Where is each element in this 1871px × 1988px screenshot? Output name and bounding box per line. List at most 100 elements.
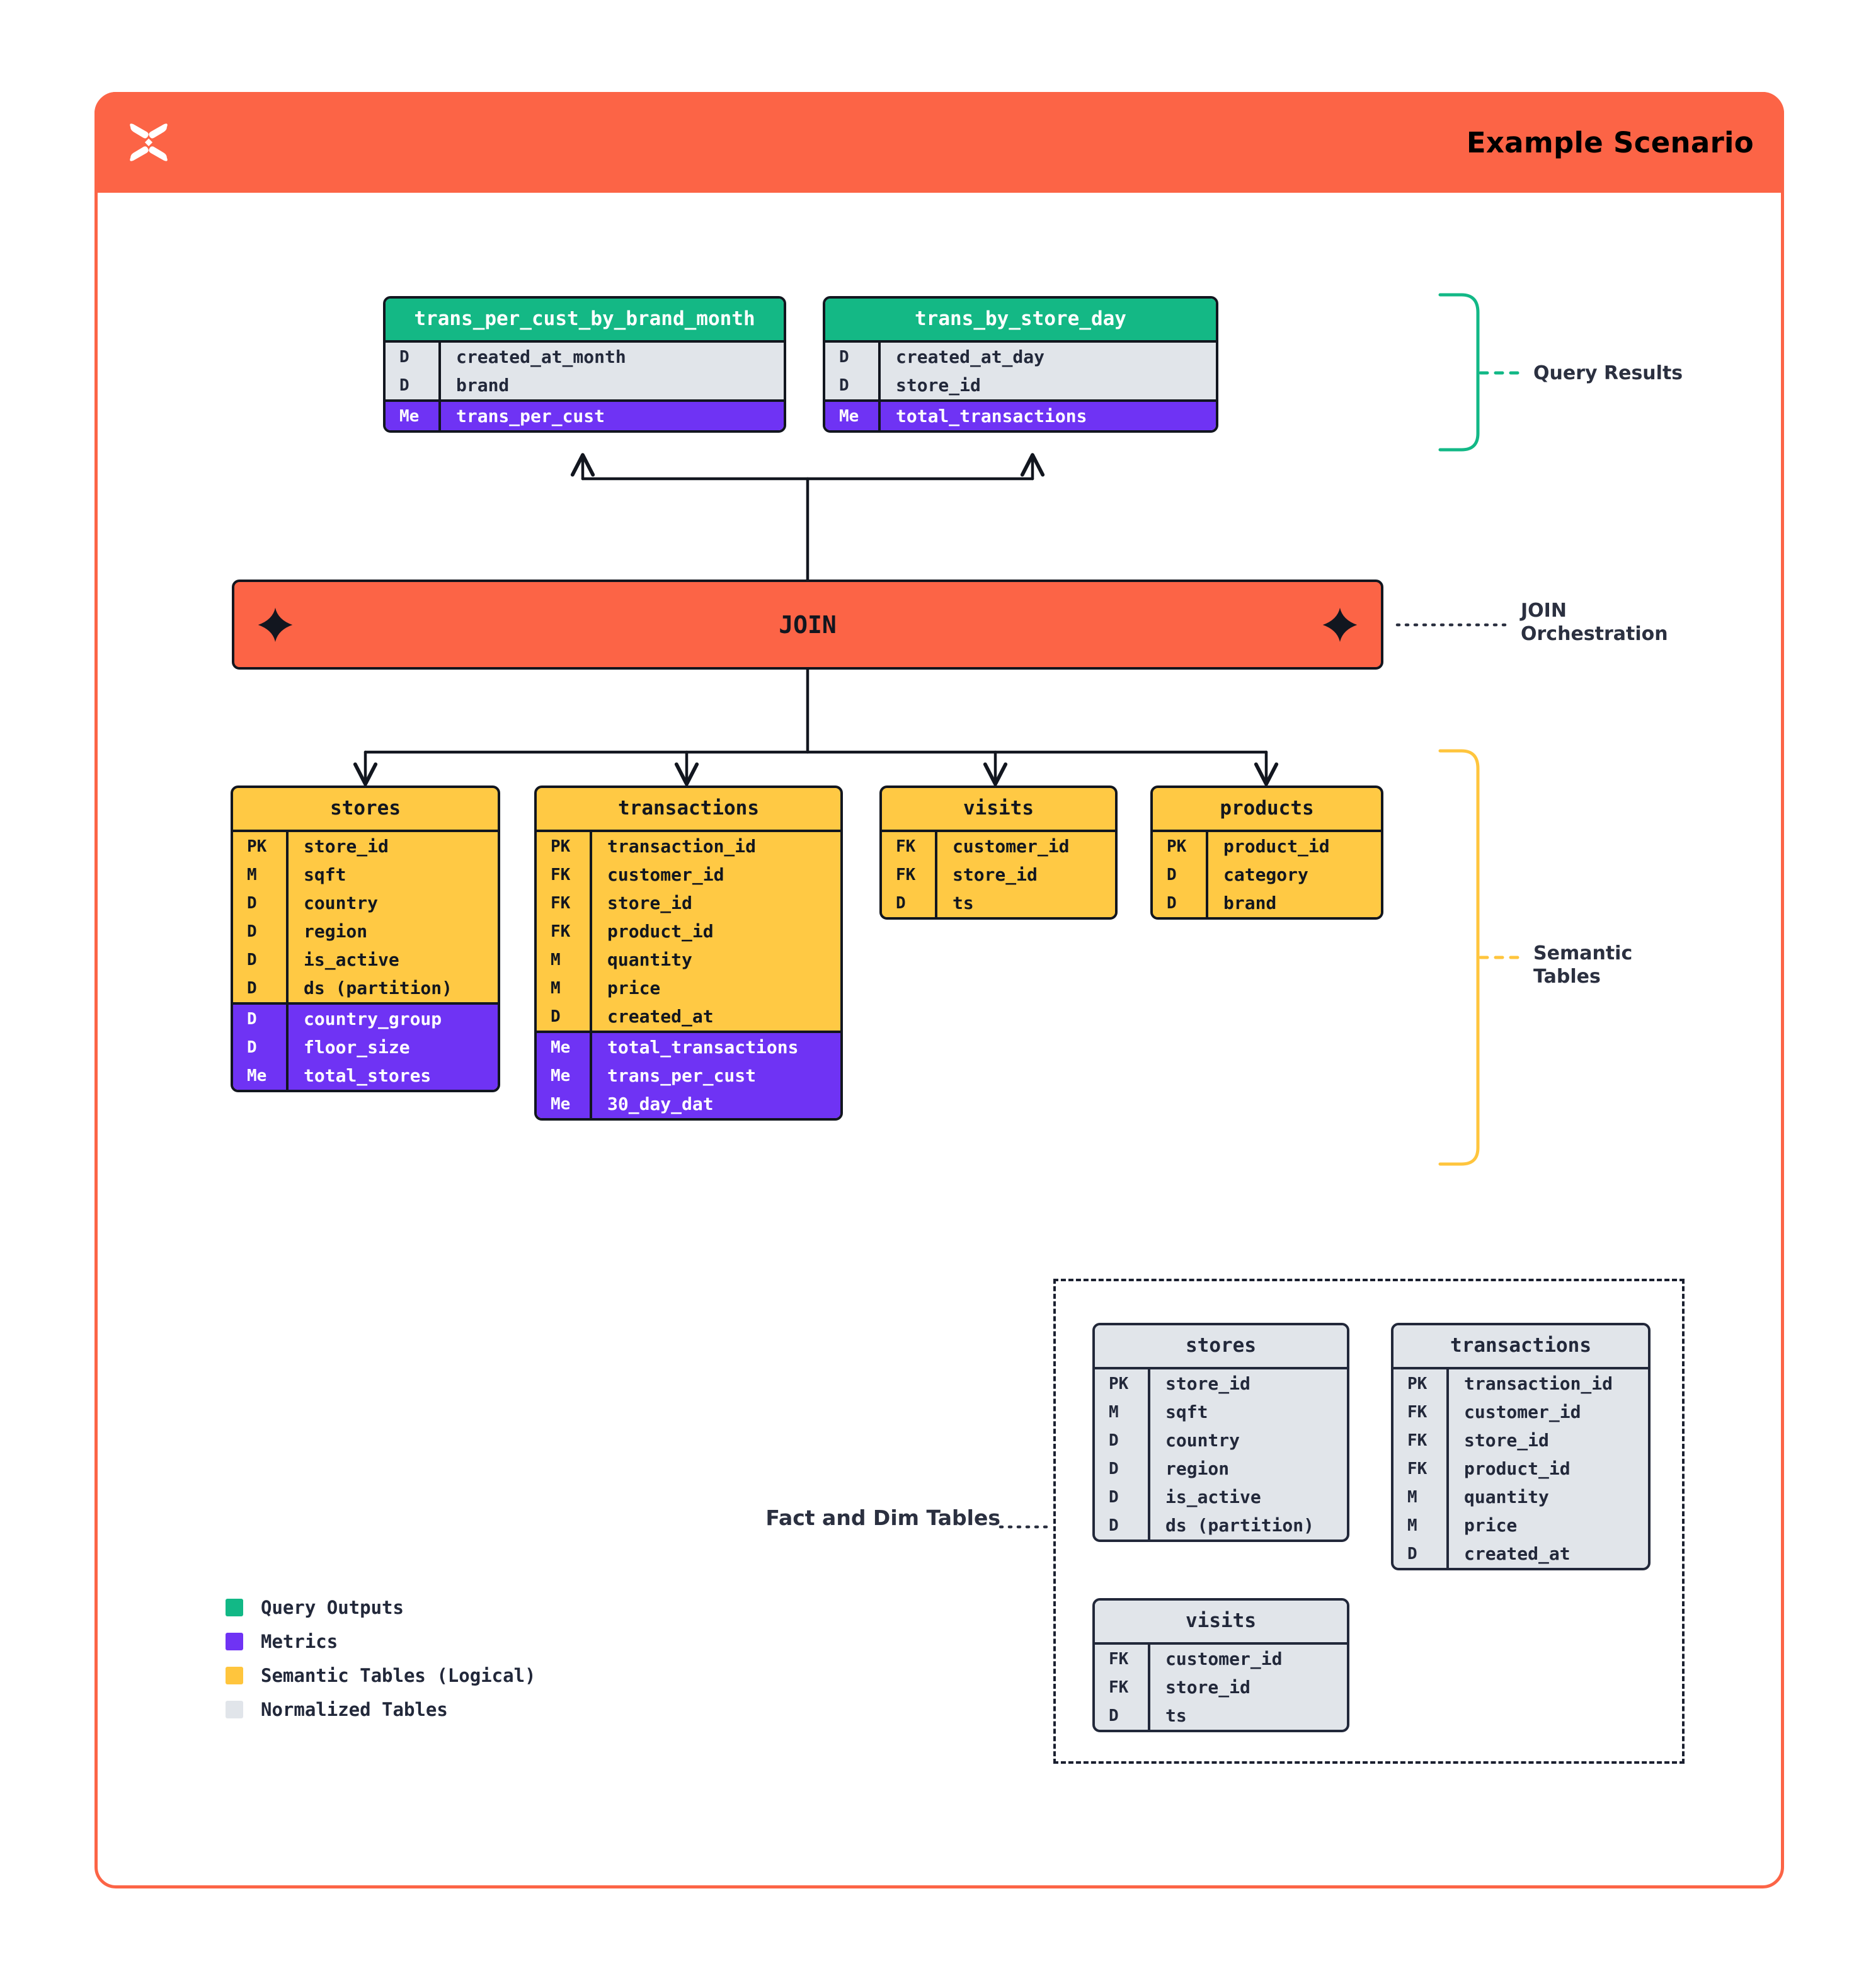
row-key: FK (1393, 1454, 1449, 1483)
row-column: total_transactions (896, 406, 1087, 426)
base-section: PK transaction_id FK customer_id FK store_i… (537, 832, 840, 1031)
row-column: store_id (607, 893, 692, 913)
join-label: JOIN (779, 610, 837, 639)
metric-section: Me trans_per_cust (386, 399, 784, 430)
row-column: created_at (607, 1006, 714, 1027)
row-key: D (825, 371, 881, 399)
table-row: Me total_transactions (825, 402, 1216, 430)
row-key: FK (1393, 1426, 1449, 1454)
legend-label: Query Outputs (261, 1597, 404, 1618)
query-result-table-0[interactable]: trans_per_cust_by_brand_month D created_… (383, 296, 786, 433)
row-key: PK (233, 832, 289, 860)
row-key: M (537, 945, 592, 974)
legend-item: Query Outputs (226, 1591, 536, 1625)
table-title: products (1220, 797, 1314, 820)
row-key: FK (882, 860, 937, 889)
table-title: visits (1095, 1601, 1347, 1642)
card-header: Example Scenario (94, 92, 1784, 193)
table-row: FK store_id (537, 889, 840, 917)
legend-swatch-semantic-tables (226, 1667, 243, 1684)
semantic-table-transactions[interactable]: transactions PK transaction_id FK customer… (534, 785, 843, 1121)
legend-label: Semantic Tables (Logical) (261, 1665, 536, 1686)
row-key: D (233, 1033, 289, 1061)
table-title: trans_per_cust_by_brand_month (386, 299, 784, 340)
legend-swatch-query-outputs (226, 1599, 243, 1616)
row-column: price (607, 978, 661, 998)
legend-item: Metrics (226, 1625, 536, 1659)
row-column: trans_per_cust (607, 1065, 757, 1086)
row-key: PK (1393, 1369, 1449, 1398)
row-column: store_id (1464, 1430, 1549, 1451)
sparkle-icon (1322, 607, 1358, 643)
row-key: M (1095, 1398, 1150, 1426)
row-key: M (1393, 1511, 1449, 1540)
row-key: FK (537, 889, 592, 917)
row-column: country_group (304, 1008, 442, 1029)
legend-swatch-normalized-tables (226, 1701, 243, 1718)
row-key: PK (537, 832, 592, 860)
row-column: store_id (896, 375, 981, 396)
row-column: country (1165, 1430, 1240, 1451)
row-key: D (233, 1005, 289, 1033)
join-orchestration-bar[interactable]: JOIN (232, 580, 1383, 670)
row-column: country (304, 893, 379, 913)
row-column: region (304, 921, 368, 942)
row-key: Me (537, 1090, 592, 1118)
row-key: D (825, 343, 881, 371)
row-column: customer_id (607, 864, 724, 885)
row-key: D (233, 917, 289, 945)
row-column: ts (1165, 1705, 1187, 1726)
row-column: transaction_id (607, 836, 757, 857)
row-column: created_at_month (456, 346, 626, 367)
bracket-label-semantic-tables: Semantic Tables (1533, 942, 1633, 988)
row-key: D (1095, 1483, 1150, 1511)
row-column: is_active (1165, 1487, 1261, 1507)
dimension-section: D created_at_month D brand (386, 343, 784, 399)
row-key: D (386, 343, 441, 371)
row-column: customer_id (1165, 1648, 1283, 1669)
table-title: transactions (618, 797, 759, 820)
row-key: D (1153, 860, 1208, 889)
row-key: M (1393, 1483, 1449, 1511)
legend-item: Normalized Tables (226, 1693, 536, 1727)
row-column: sqft (1165, 1402, 1208, 1422)
row-column: category (1223, 864, 1308, 885)
row-column: store_id (1165, 1677, 1250, 1698)
row-key: Me (537, 1061, 592, 1090)
row-key: Me (386, 402, 441, 430)
bracket-label-query-results: Query Results (1533, 362, 1683, 384)
query-result-table-1[interactable]: trans_by_store_day D created_at_day D st… (823, 296, 1218, 433)
row-key: D (233, 889, 289, 917)
